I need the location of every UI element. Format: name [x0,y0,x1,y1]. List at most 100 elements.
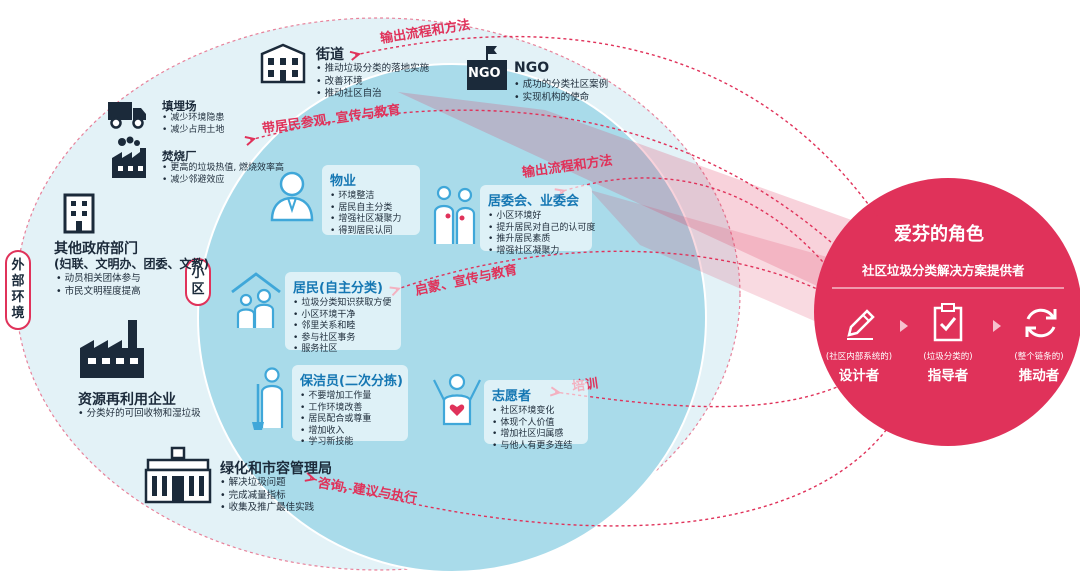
refresh-icon [1025,308,1057,338]
chevron-1 [900,320,908,332]
recycle-points: 分类好的可回收物和湿垃圾 [78,408,201,421]
residents-title: 居民(自主分类) [293,281,383,296]
greening-point: 完成减量指标 [220,490,314,503]
landfill-point: 减少环境隐患 [162,113,224,125]
role-promoter: (整个链条的) 推动者 [996,350,1080,384]
cleaner-point: 增加收入 [300,426,400,438]
gov-point: 动员相关团体参与 [56,273,141,286]
role-guide: (垃圾分类的) 指导者 [905,350,991,384]
arrow-training [555,384,843,408]
ngo-point: 实现机构的使命 [514,92,608,105]
property-card: 物业 环境整洁 居民自主分类 增强社区凝聚力 得到居民认同 [322,165,420,238]
ngo-building-icon [467,46,507,90]
cleaner-card: 保洁员(二次分拣) 不要增加工作量 工作环境改善 居民配合或尊重 增加收入 学习… [292,365,408,447]
role-guide-note: (垃圾分类的) [923,352,973,362]
residents-house-icon [231,272,281,328]
arrow-enlighten [395,250,833,297]
role-promoter-label: 推动者 [1018,368,1060,384]
role-designer-note: (社区内部系统的) [825,352,893,362]
role-fan-top [398,92,885,292]
gov-point: 市民文明程度提高 [56,286,141,299]
cleaner-point: 居民配合或尊重 [300,414,400,426]
role-designer: (社区内部系统的) 设计者 [816,350,902,384]
committee-point: 增强社区凝聚力 [488,246,584,258]
residents-point: 小区环境干净 [293,310,393,322]
role-designer-label: 设计者 [838,368,880,384]
property-point: 环境整洁 [330,191,412,203]
arrow-engage [250,109,841,251]
landfill-point: 减少占用土地 [162,125,224,137]
residents-card: 居民(自主分类) 垃圾分类知识获取方便 小区环境干净 邻里关系和睦 参与社区事务… [285,272,401,354]
street-points: 推动垃圾分类的落地实施 改善环境 推动社区自治 [316,63,430,101]
residents-point: 邻里关系和睦 [293,321,393,333]
greening-point: 收集及推广最佳实践 [220,502,315,515]
factory-chimney-icon [112,136,146,178]
property-point: 增强社区凝聚力 [330,214,412,226]
arrow-output-top [355,35,886,229]
cleaner-point: 工作环境改善 [300,403,400,415]
street-point: 改善环境 [316,76,429,89]
office-building-icon [63,193,95,234]
residents-point: 垃圾分类知识获取方便 [293,298,393,310]
government-building-icon [260,43,306,84]
gov-points: 动员相关团体参与 市民文明程度提高 [56,273,141,298]
volunteer-heart-icon [433,373,481,426]
truck-icon [108,102,146,129]
volunteer-title: 志愿者 [492,389,532,404]
street-point: 推动社区自治 [316,88,429,101]
landfill-points: 减少环境隐患 减少占用土地 [162,113,224,136]
volunteer-point: 体现个人价值 [492,418,580,430]
role-title: 爱芬的角色 [894,224,984,245]
cleaner-point: 不要增加工作量 [300,391,400,403]
landfill-title: 填埋场 [162,99,197,113]
committee-people-icon [433,185,476,244]
role-promoter-note: (整个链条的) [1014,352,1064,362]
recycle-point: 分类好的可回收物和湿垃圾 [78,408,201,421]
recycling-factory-icon [80,320,144,378]
incinerator-point: 减少邻避效应 [162,175,284,187]
role-guide-label: 指导者 [927,368,969,384]
residents-point: 服务社区 [293,344,393,356]
outer-environment-label: 外部环境 [5,250,31,330]
cleaner-title: 保洁员(二次分拣) [300,374,403,389]
committee-point: 推升居民素质 [488,234,584,246]
incinerator-point: 更高的垃圾热值, 燃烧效率高 [162,163,284,175]
arrow-output-inner [560,177,839,281]
gov-subtitle: (妇联、文明办、团委、文教) [54,257,209,271]
ngo-point: 成功的分类社区案例 [514,79,609,92]
property-title: 物业 [330,174,357,189]
committee-point: 小区环境好 [488,211,584,223]
residents-point: 参与社区事务 [293,333,393,345]
property-point: 得到居民认同 [330,226,412,238]
volunteer-point: 增加社区归属感 [492,429,580,441]
cleaner-broom-icon [252,367,284,430]
ngo-logo-text: NGO [468,66,501,81]
incinerator-points: 更高的垃圾热值, 燃烧效率高 减少邻避效应 [162,163,284,186]
arrow-consult [310,424,891,527]
street-point: 推动垃圾分类的落地实施 [316,63,430,76]
committee-card: 居委会、业委会 小区环境好 提升居民对自己的认可度 推升居民素质 增强社区凝聚力 [480,185,595,256]
clipboard-check-icon [933,303,963,342]
chevron-2 [993,320,1001,332]
ngo-points: 成功的分类社区案例 实现机构的使命 [514,79,609,105]
ngo-title: NGO [514,60,550,76]
role-subtitle: 社区垃圾分类解决方案提供者 [862,263,1025,278]
city-hall-icon [144,446,212,504]
pencil-icon [847,309,875,340]
greening-title: 绿化和市容管理局 [220,461,332,477]
volunteer-point: 与他人有更多连结 [492,441,580,453]
greening-point: 解决垃圾问题 [220,477,314,490]
cleaner-point: 学习新技能 [300,437,400,449]
gov-title: 其他政府部门 [54,241,138,257]
property-manager-icon [270,171,314,222]
committee-point: 提升居民对自己的认可度 [488,223,595,235]
incinerator-title: 焚烧厂 [162,149,197,163]
greening-points: 解决垃圾问题 完成减量指标 收集及推广最佳实践 [220,477,315,515]
street-title: 街道 [316,47,344,63]
volunteer-point: 社区环境变化 [492,406,580,418]
volunteer-card: 志愿者 社区环境变化 体现个人价值 增加社区归属感 与他人有更多连结 [484,380,588,451]
committee-title: 居委会、业委会 [488,194,580,209]
recycle-title: 资源再利用企业 [78,392,176,408]
property-point: 居民自主分类 [330,203,412,215]
